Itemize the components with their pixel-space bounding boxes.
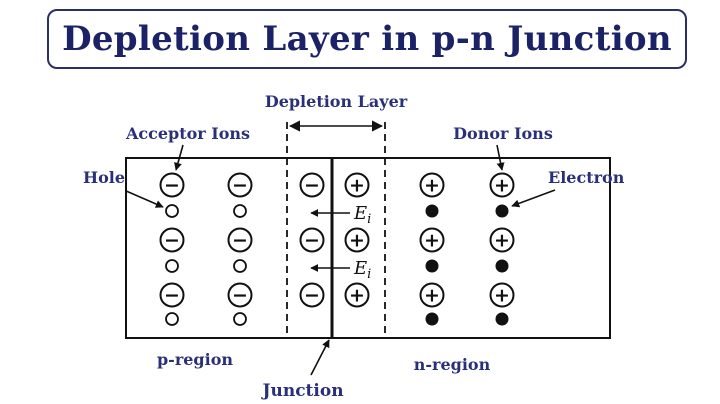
pointer-junction — [310, 339, 330, 376]
svg-text:+: + — [424, 230, 440, 252]
label-n-region: n-region — [414, 355, 491, 374]
hole — [165, 312, 179, 326]
donor-ion: + — [419, 282, 445, 308]
hole — [165, 204, 179, 218]
hole — [233, 204, 247, 218]
acceptor-ion: − — [227, 172, 253, 198]
svg-text:−: − — [164, 285, 180, 307]
svg-text:+: + — [494, 230, 510, 252]
pointer-electron — [511, 189, 556, 208]
pointer-hole — [125, 190, 164, 208]
hole — [165, 259, 179, 273]
title-box: Depletion Layer in p-n Junction — [47, 9, 687, 69]
label-donor-ions: Donor Ions — [453, 124, 553, 143]
donor-ion: + — [489, 172, 515, 198]
pointer-donor-ions — [496, 144, 505, 171]
donor-ion: + — [489, 282, 515, 308]
donor-ion: + — [344, 282, 370, 308]
acceptor-ion: − — [159, 172, 185, 198]
svg-text:+: + — [494, 285, 510, 307]
hole — [233, 312, 247, 326]
diagram-title: Depletion Layer in p-n Junction — [62, 19, 672, 59]
ion-layer: − − − − − − − − − + + + + + + + + + — [159, 172, 515, 326]
electron — [495, 312, 509, 326]
svg-text:−: − — [164, 230, 180, 252]
svg-text:−: − — [164, 175, 180, 197]
acceptor-ion: − — [227, 282, 253, 308]
donor-ion: + — [489, 227, 515, 253]
label-hole: Hole — [83, 168, 125, 187]
hole — [233, 259, 247, 273]
label-depletion-layer: Depletion Layer — [265, 92, 408, 111]
acceptor-ion: − — [227, 227, 253, 253]
svg-text:−: − — [304, 175, 320, 197]
donor-ion: + — [419, 227, 445, 253]
donor-ion: + — [344, 227, 370, 253]
crystal-outline — [125, 157, 611, 339]
electron — [425, 204, 439, 218]
svg-text:−: − — [232, 230, 248, 252]
label-acceptor-ions: Acceptor Ions — [125, 124, 250, 143]
label-p-region: p-region — [157, 350, 233, 369]
acceptor-ion: − — [299, 172, 325, 198]
label-electron: Electron — [548, 168, 625, 187]
acceptor-ion: − — [299, 282, 325, 308]
electron — [425, 259, 439, 273]
label-junction: Junction — [260, 381, 343, 401]
electron — [495, 259, 509, 273]
acceptor-ion: − — [159, 227, 185, 253]
acceptor-ion: − — [159, 282, 185, 308]
svg-text:−: − — [304, 230, 320, 252]
field-label-1: Ei — [353, 203, 371, 227]
svg-text:−: − — [232, 285, 248, 307]
donor-ion: + — [344, 172, 370, 198]
svg-text:−: − — [232, 175, 248, 197]
svg-text:+: + — [424, 175, 440, 197]
svg-text:−: − — [304, 285, 320, 307]
svg-text:+: + — [424, 285, 440, 307]
acceptor-ion: − — [299, 227, 325, 253]
donor-ion: + — [419, 172, 445, 198]
svg-text:+: + — [494, 175, 510, 197]
electron — [495, 204, 509, 218]
electron — [425, 312, 439, 326]
svg-text:+: + — [349, 230, 365, 252]
svg-text:+: + — [349, 285, 365, 307]
field-label-2: Ei — [353, 258, 371, 282]
svg-text:+: + — [349, 175, 365, 197]
pointer-acceptor-ions — [174, 144, 184, 171]
